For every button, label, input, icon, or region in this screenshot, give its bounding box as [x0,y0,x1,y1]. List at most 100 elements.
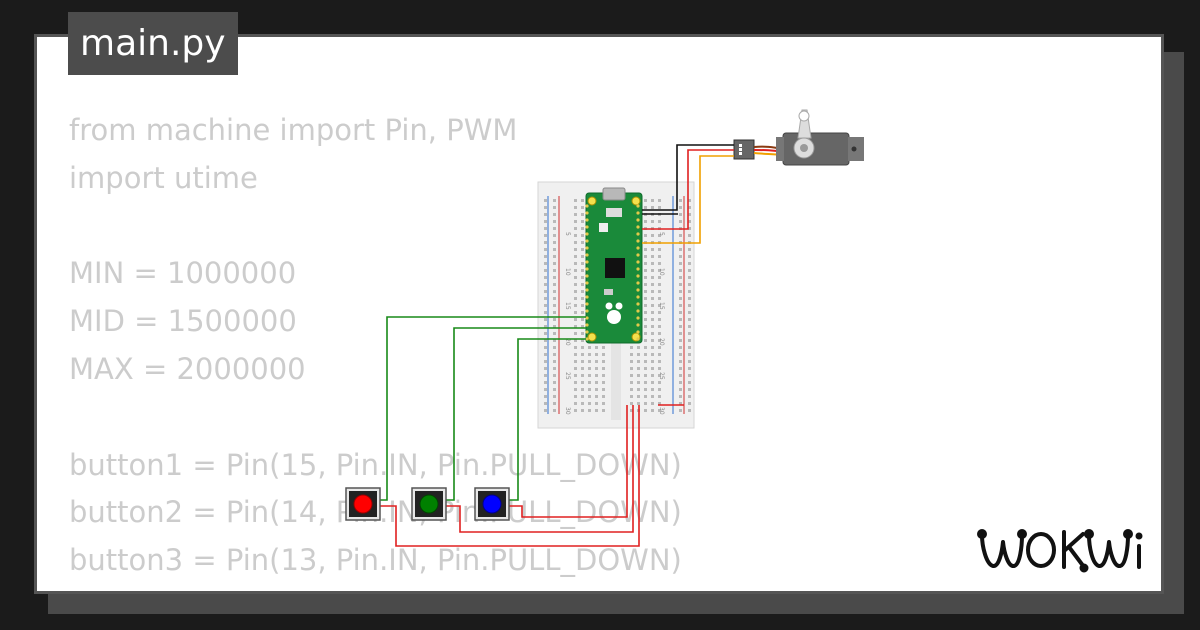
breadboard-hole [544,339,547,342]
servo-motor [733,109,864,166]
breadboard-hole [602,402,605,405]
breadboard-hole [688,325,691,328]
breadboard-hole [651,318,654,321]
power-wire-button2 [446,405,634,533]
breadboard-hole [679,318,682,321]
breadboard-hole [602,381,605,384]
breadboard-hole [553,409,556,412]
breadboard-hole [644,304,647,307]
breadboard-hole [553,402,556,405]
breadboard-hole [544,374,547,377]
raspberry-pi-pico [585,187,643,344]
breadboard-hole [644,360,647,363]
breadboard-hole [658,220,661,223]
breadboard-hole [679,374,682,377]
breadboard-hole [553,339,556,342]
breadboard-hole [651,269,654,272]
breadboard-hole [602,367,605,370]
breadboard-hole [574,395,577,398]
breadboard-hole [595,388,598,391]
breadboard-hole [679,311,682,314]
breadboard-hole [688,388,691,391]
breadboard-hole [651,395,654,398]
pico-pin [585,260,589,264]
breadboard-hole [651,290,654,293]
breadboard-hole [644,276,647,279]
breadboard-hole [595,374,598,377]
ground-wire [642,144,734,211]
breadboard-hole [658,374,661,377]
pico-pin [585,281,589,285]
breadboard-hole [658,353,661,356]
code-line: button3 = Pin(13, Pin.IN, Pin.PULL_DOWN) [69,543,682,578]
row-label: 25 [564,372,571,380]
breadboard-hole [658,297,661,300]
breadboard-hole [679,283,682,286]
breadboard-hole [679,402,682,405]
breadboard-hole [581,283,584,286]
breadboard-hole [544,199,547,202]
breadboard-hole [651,297,654,300]
breadboard-hole [574,360,577,363]
breadboard-hole [602,374,605,377]
breadboard-hole [637,374,640,377]
breadboard-hole [688,395,691,398]
breadboard-hole [553,262,556,265]
breadboard-hole [630,395,633,398]
pico-pin [585,253,589,257]
breadboard-hole [688,199,691,202]
breadboard-hole [651,304,654,307]
red-pushbutton[interactable] [345,487,381,521]
breadboard-hole [644,255,647,258]
breadboard-hole [637,346,640,349]
green-pushbutton[interactable] [411,487,447,521]
breadboard-hole [637,388,640,391]
breadboard-hole [679,409,682,412]
breadboard-hole [630,360,633,363]
row-label: 5 [658,232,665,236]
row-label: 20 [658,338,665,346]
breadboard-hole [651,339,654,342]
breadboard-hole [644,353,647,356]
breadboard-hole [553,353,556,356]
breadboard-hole [553,388,556,391]
breadboard-hole [581,318,584,321]
breadboard-hole [644,367,647,370]
breadboard-hole [581,388,584,391]
breadboard-hole [595,381,598,384]
blue-pushbutton[interactable] [474,487,510,521]
breadboard-hole [544,388,547,391]
breadboard-hole [581,381,584,384]
breadboard-hole [588,360,591,363]
row-label: 10 [658,268,665,276]
breadboard-hole [688,353,691,356]
breadboard-hole [581,346,584,349]
breadboard-hole [553,276,556,279]
code-line: MID = 1500000 [69,304,297,339]
breadboard-hole [644,395,647,398]
breadboard-hole [553,206,556,209]
breadboard-hole [595,409,598,412]
breadboard-hole [602,409,605,412]
breadboard-hole [553,332,556,335]
breadboard-hole [688,332,691,335]
breadboard-hole [544,332,547,335]
pico-pin [636,281,640,285]
breadboard-hole [651,381,654,384]
breadboard-hole [574,269,577,272]
breadboard-hole [588,374,591,377]
breadboard-hole [651,388,654,391]
breadboard-hole [553,297,556,300]
row-label: 25 [658,372,665,380]
breadboard-hole [658,318,661,321]
pico-pin [636,239,640,243]
breadboard-hole [544,360,547,363]
pico-pin [585,337,589,341]
pico-pin [636,204,640,208]
breadboard-hole [651,360,654,363]
breadboard-hole [644,374,647,377]
breadboard-hole [688,227,691,230]
breadboard-hole [658,332,661,335]
code-line: MIN = 1000000 [69,256,297,291]
